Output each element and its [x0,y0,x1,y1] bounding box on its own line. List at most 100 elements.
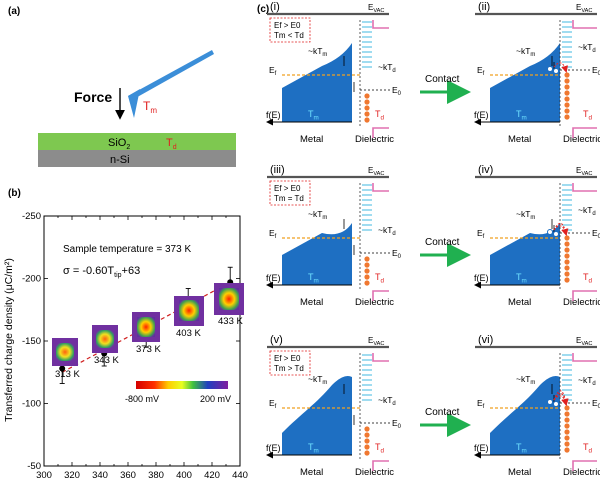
colorbar-min-label: -800 mV [125,394,159,404]
subpanel-label: (vi) [478,334,493,346]
dielectric-conduction-edge [572,183,597,192]
ktm-label: ~kTm [308,209,327,221]
dielectric-label: Dielectric [563,297,600,308]
condition-box [269,17,311,43]
trapped-electron [564,96,570,102]
contact-label: Contact [425,237,460,248]
y-tick-label: -250 [22,211,41,222]
inset-label-343: 343 K [94,355,119,366]
e0-label: E0 [392,418,402,430]
trapped-electron [564,259,570,265]
e0-label: E0 [392,85,402,97]
x-tick-label: 420 [204,470,220,481]
nsi-label: n-Si [110,154,130,166]
dielectric-conduction-edge [572,20,597,29]
ktd-label: ~kTd [378,225,396,237]
trapped-electron [564,447,570,453]
trapped-electron [364,268,370,274]
td-label: Td [375,442,385,454]
dielectric-valence-edge [372,460,389,471]
inset-label-373: 373 K [136,344,161,355]
trapped-electron [564,271,570,277]
y-tick-label: -50 [27,461,41,472]
ktm-label: ~kTm [516,374,535,386]
condition-line-1: Ef > E0 [274,21,301,30]
dielectric-valence-edge [572,127,597,138]
panel-a: (a) Force Tm SiO2 Td n-Si [8,6,236,167]
evac-label: EVAC [368,336,384,347]
trapped-electron [564,277,570,283]
hot-electron [547,229,553,235]
trapped-electron [564,435,570,441]
condition-line-2: Tm < Td [274,31,304,40]
trapped-electron [364,444,370,450]
hot-electron [553,401,559,407]
trapped-electron [564,90,570,96]
metal-label: Metal [508,134,531,145]
fE-label: f(E) [474,273,489,283]
inset-label-403: 403 K [176,328,201,339]
dielectric-valence-edge [572,460,597,471]
trapped-electron [364,105,370,111]
nsi-layer [38,150,236,167]
tm-label: Tm [308,109,319,121]
trapped-electron [564,78,570,84]
subpanel-label: (iv) [478,164,493,176]
metal-electron-distribution [282,43,352,122]
dielectric-label: Dielectric [355,134,394,145]
dielectric-conduction-edge [372,20,389,29]
td-label: Td [166,137,177,151]
trapped-electron [564,441,570,447]
sio2-label: SiO2 [108,137,130,151]
metal-label: Metal [300,297,323,308]
metal-label: Metal [300,134,323,145]
x-tick-label: 340 [92,470,108,481]
sio2-layer [38,133,236,150]
sample-temp-text: Sample temperature = 373 K [63,244,191,255]
ef-label: Ef [477,398,485,410]
ktm-label: ~kTm [308,374,327,386]
trapped-electron [564,423,570,429]
metal-label: Metal [300,467,323,478]
kpfm-insets: 313 K 343 K 373 K 403 K 433 K [52,283,244,380]
colorbar [136,381,228,389]
dielectric-conduction-edge [572,353,597,362]
trapped-electron [364,280,370,286]
trapped-electron [364,99,370,105]
ktm-label: ~kTm [516,46,535,58]
ktd-label: ~kTd [578,42,596,54]
td-label: Td [583,442,593,454]
condition-box [269,350,311,376]
evac-label: EVAC [368,166,384,177]
hot-electron [553,68,559,74]
charge-transfer-arrow [553,223,569,236]
fE-label: f(E) [266,443,281,453]
td-label: Td [583,272,593,284]
ktm-label: ~kTm [308,46,327,58]
hot-electron [547,399,553,405]
dielectric-valence-edge [372,127,389,138]
subpanel-label: (v) [270,334,283,346]
fE-label: f(E) [266,273,281,283]
ktd-label: ~kTd [378,395,396,407]
trapped-electron [364,438,370,444]
evac-label: EVAC [368,3,384,14]
ktd-label: ~kTd [378,62,396,74]
trapped-electron [364,262,370,268]
subpanel-label: (ii) [478,1,490,13]
td-label: Td [375,272,385,284]
fit-line [61,281,231,373]
force-label: Force [74,89,112,105]
contact-label: Contact [425,74,460,85]
trapped-electron [564,405,570,411]
trapped-electron [564,235,570,241]
evac-label: EVAC [576,3,592,14]
ef-label: Ef [269,228,277,240]
ktm-label: ~kTm [516,209,535,221]
ktd-label: ~kTd [578,375,596,387]
x-tick-label: 360 [120,470,136,481]
